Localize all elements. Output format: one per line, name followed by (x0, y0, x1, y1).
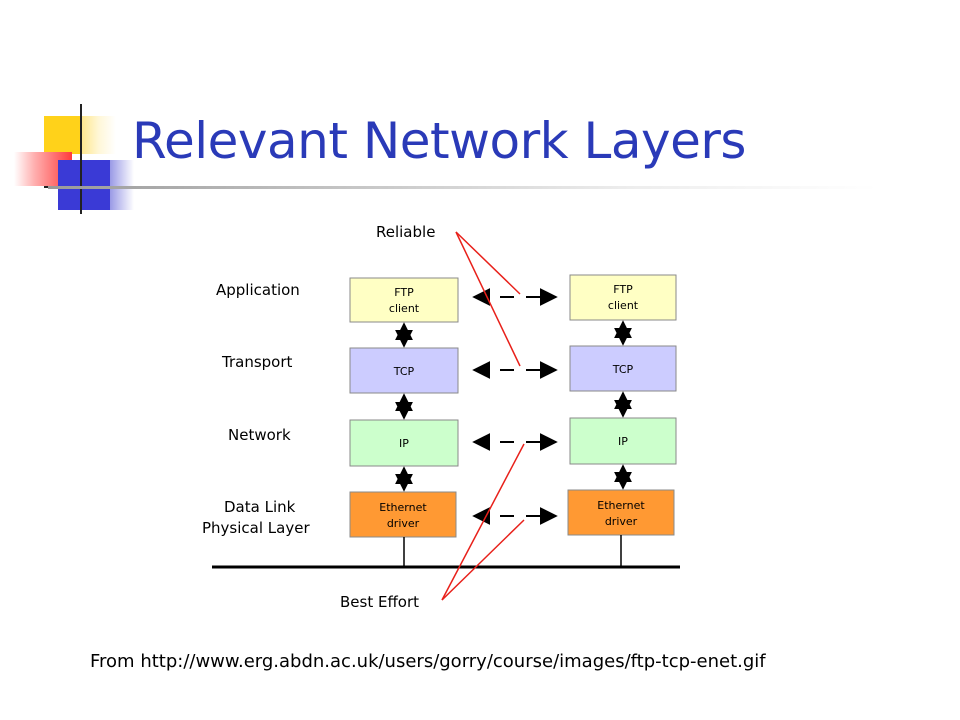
reliable-line-application (455, 231, 521, 295)
box-ethernet-right (567, 489, 675, 536)
box-driver-label-left: driver (387, 517, 420, 530)
box-ip-left (349, 419, 459, 467)
box-client-label-right: client (608, 299, 639, 312)
deco-yellow-square (44, 116, 82, 154)
box-tcp-label-left: TCP (393, 365, 415, 378)
box-driver-label-right: driver (605, 515, 638, 528)
best-effort-line-data-link (441, 519, 525, 601)
box-ip-right (569, 417, 677, 465)
deco-vertical-line (80, 104, 82, 214)
layer-label-data-link: Data Link (224, 498, 296, 516)
layer-label-physical: Physical Layer (202, 519, 310, 537)
box-tcp-left (349, 347, 459, 394)
layer-label-transport: Transport (221, 353, 293, 371)
box-ip-label-right: IP (618, 435, 628, 448)
box-ftp-label-right: FTP (613, 283, 633, 296)
box-ftp-label-left: FTP (394, 286, 414, 299)
box-tcp-right (569, 345, 677, 392)
source-caption: From http://www.erg.abdn.ac.uk/users/gor… (90, 651, 766, 672)
title-underline (48, 186, 878, 189)
network-layers-diagram: Application Transport Network Data Link … (202, 223, 680, 611)
deco-blue-glow (110, 160, 134, 210)
box-client-label-left: client (389, 302, 420, 315)
deco-blue-square (58, 160, 110, 210)
box-ethernet-left (349, 491, 457, 538)
box-ethernet-label-left: Ethernet (379, 501, 427, 514)
deco-yellow-glow (82, 116, 116, 154)
best-effort-label: Best Effort (340, 593, 419, 611)
box-ftp-client-left (349, 277, 459, 323)
box-ip-label-left: IP (399, 437, 409, 450)
reliable-line-transport (455, 231, 521, 367)
box-ftp-client-right (569, 274, 677, 321)
layer-label-network: Network (228, 426, 291, 444)
layer-label-application: Application (216, 281, 300, 299)
box-ethernet-label-right: Ethernet (597, 499, 645, 512)
box-tcp-label-right: TCP (612, 363, 634, 376)
best-effort-line-network (441, 443, 525, 601)
slide-title: Relevant Network Layers (132, 112, 746, 170)
reliable-label: Reliable (376, 223, 435, 241)
